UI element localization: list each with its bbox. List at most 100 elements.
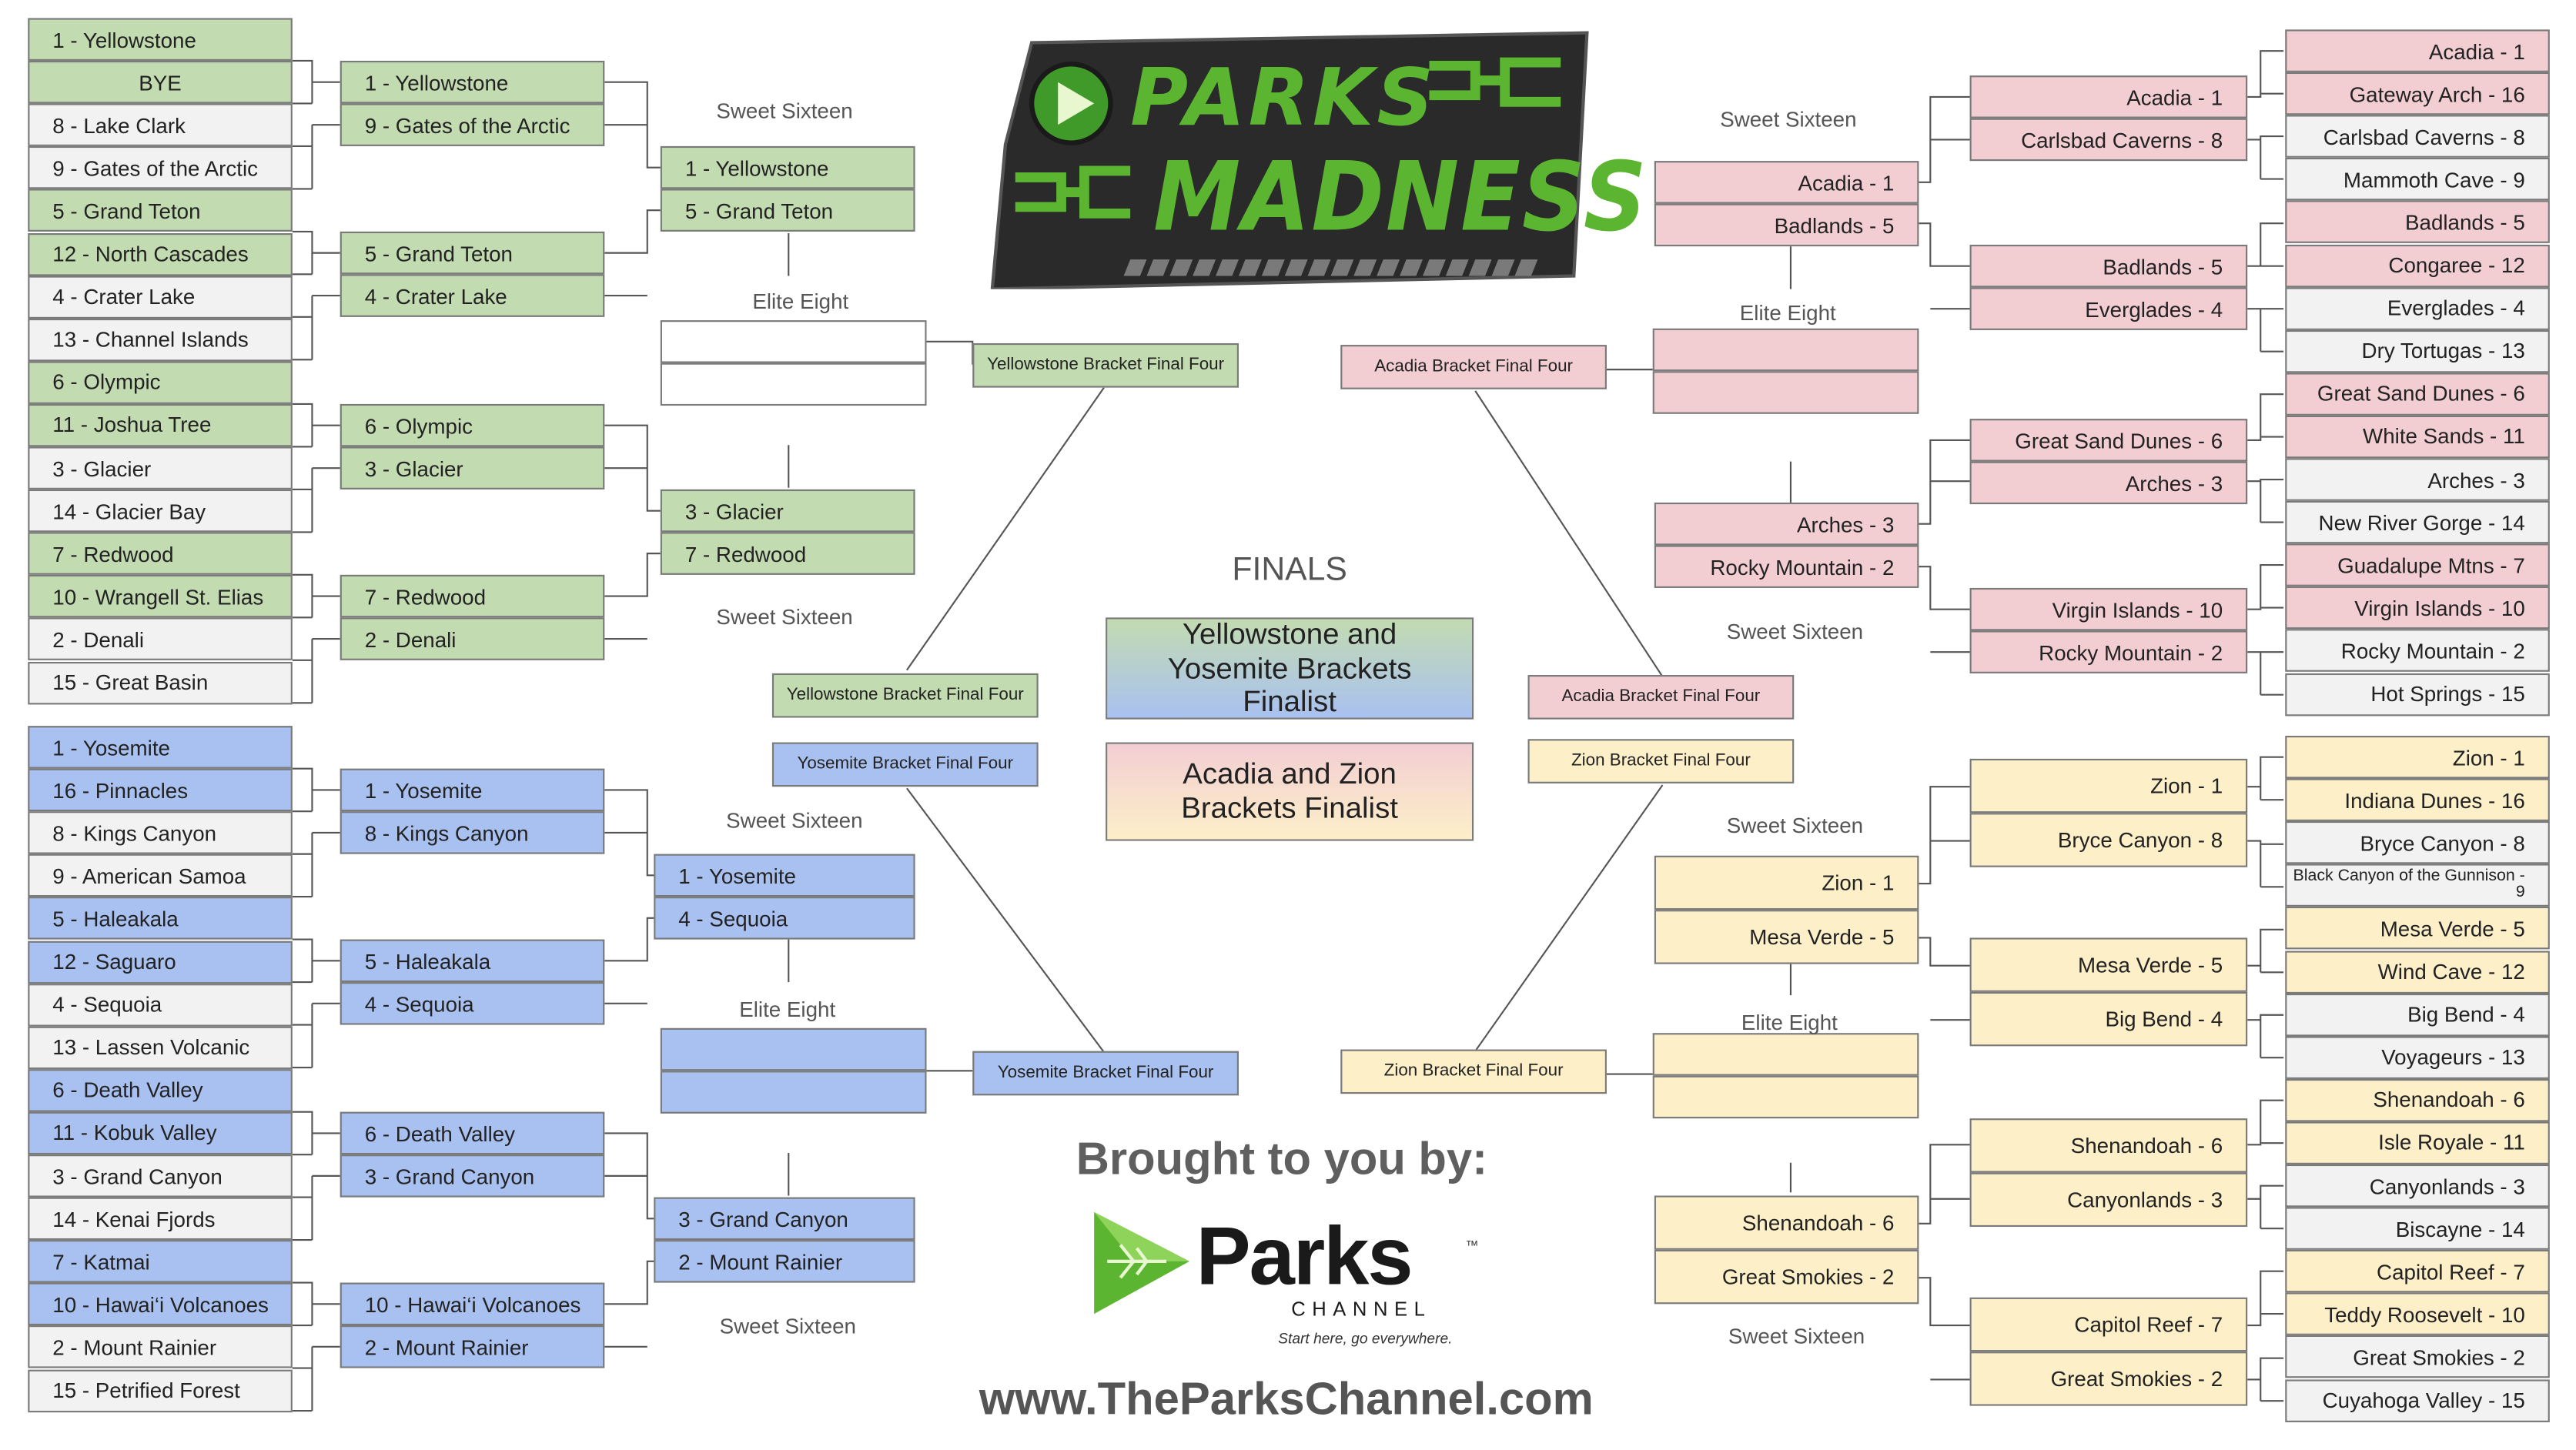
sweet-sixteen-slot[interactable]: 7 - Redwood (660, 532, 915, 575)
round-of-64-slot[interactable]: Canyonlands - 3 (2285, 1164, 2550, 1208)
round-of-64-slot[interactable]: 16 - Pinnacles (28, 768, 293, 812)
round-of-32-slot[interactable]: 2 - Denali (340, 617, 605, 660)
elite-eight-slot[interactable] (1652, 371, 1919, 414)
round-of-32-slot[interactable]: 1 - Yellowstone (340, 60, 605, 104)
round-of-32-slot[interactable]: 9 - Gates of the Arctic (340, 103, 605, 146)
final-four-slot-yellowstone[interactable]: Yellowstone Bracket Final Four (972, 342, 1239, 388)
round-of-64-slot[interactable]: 10 - Wrangell St. Elias (28, 575, 293, 618)
sweet-sixteen-slot[interactable]: 3 - Glacier (660, 489, 915, 533)
round-of-64-slot[interactable]: 9 - Gates of the Arctic (28, 146, 293, 190)
round-of-64-slot[interactable]: Acadia - 1 (2285, 29, 2550, 72)
round-of-64-slot[interactable]: Cuyahoga Valley - 15 (2285, 1378, 2550, 1422)
final-four-slot-zion[interactable]: Zion Bracket Final Four (1340, 1049, 1607, 1094)
round-of-32-slot[interactable]: Great Sand Dunes - 6 (1969, 419, 2248, 462)
round-of-32-slot[interactable]: 3 - Glacier (340, 446, 605, 489)
round-of-64-slot[interactable]: New River Gorge - 14 (2285, 501, 2550, 544)
round-of-32-slot[interactable]: Big Bend - 4 (1969, 991, 2248, 1047)
round-of-64-slot[interactable]: 2 - Mount Rainier (28, 1325, 293, 1369)
round-of-64-slot[interactable]: 9 - American Samoa (28, 854, 293, 897)
round-of-64-slot[interactable]: 3 - Glacier (28, 446, 293, 489)
round-of-64-slot[interactable]: Everglades - 4 (2285, 286, 2550, 330)
elite-eight-slot[interactable] (660, 1071, 927, 1114)
round-of-64-slot[interactable]: 4 - Crater Lake (28, 275, 293, 319)
elite-eight-slot[interactable] (660, 362, 927, 406)
elite-eight-slot[interactable] (660, 320, 927, 363)
round-of-64-slot[interactable]: 13 - Lassen Volcanic (28, 1026, 293, 1069)
round-of-64-slot[interactable]: Wind Cave - 12 (2285, 950, 2550, 993)
round-of-32-slot[interactable]: Rocky Mountain - 2 (1969, 630, 2248, 673)
elite-eight-slot[interactable] (660, 1027, 927, 1071)
round-of-64-slot[interactable]: 7 - Redwood (28, 532, 293, 576)
round-of-64-slot[interactable]: 13 - Channel Islands (28, 318, 293, 361)
sweet-sixteen-slot[interactable]: Rocky Mountain - 2 (1654, 545, 1919, 588)
round-of-32-slot[interactable]: Carlsbad Caverns - 8 (1969, 118, 2248, 162)
round-of-64-slot[interactable]: 6 - Death Valley (28, 1068, 293, 1112)
round-of-32-slot[interactable]: Everglades - 4 (1969, 287, 2248, 330)
sweet-sixteen-slot[interactable]: Shenandoah - 6 (1654, 1195, 1919, 1250)
sweet-sixteen-slot[interactable]: Badlands - 5 (1654, 203, 1919, 247)
round-of-64-slot[interactable]: Carlsbad Caverns - 8 (2285, 115, 2550, 159)
round-of-64-slot[interactable]: 8 - Kings Canyon (28, 811, 293, 855)
round-of-64-slot[interactable]: Dry Tortugas - 13 (2285, 329, 2550, 373)
round-of-64-slot[interactable]: 12 - North Cascades (28, 232, 293, 276)
sweet-sixteen-slot[interactable]: 4 - Sequoia (654, 897, 915, 940)
round-of-32-slot[interactable]: Arches - 3 (1969, 461, 2248, 505)
round-of-64-slot[interactable]: Mesa Verde - 5 (2285, 907, 2550, 951)
round-of-64-slot[interactable]: 5 - Haleakala (28, 897, 293, 940)
round-of-64-slot[interactable]: 10 - Hawai‘i Volcanoes (28, 1283, 293, 1326)
round-of-32-slot[interactable]: Shenandoah - 6 (1969, 1118, 2248, 1173)
round-of-64-slot[interactable]: 11 - Joshua Tree (28, 403, 293, 447)
round-of-64-slot[interactable]: 7 - Katmai (28, 1240, 293, 1283)
elite-eight-slot[interactable] (1652, 1033, 1919, 1076)
sweet-sixteen-slot[interactable]: Zion - 1 (1654, 855, 1919, 910)
sweet-sixteen-slot[interactable]: Great Smokies - 2 (1654, 1249, 1919, 1305)
round-of-64-slot[interactable]: Hot Springs - 15 (2285, 672, 2550, 716)
round-of-32-slot[interactable]: Zion - 1 (1969, 758, 2248, 814)
round-of-64-slot[interactable]: Virgin Islands - 10 (2285, 586, 2550, 630)
round-of-64-slot[interactable]: 14 - Kenai Fjords (28, 1197, 293, 1241)
sweet-sixteen-slot[interactable]: 3 - Grand Canyon (654, 1197, 915, 1241)
round-of-32-slot[interactable]: 2 - Mount Rainier (340, 1325, 605, 1368)
round-of-64-slot[interactable]: 15 - Great Basin (28, 660, 293, 704)
round-of-64-slot[interactable]: 4 - Sequoia (28, 983, 293, 1026)
sponsor-url[interactable]: www.TheParksChannel.com (979, 1372, 1594, 1425)
elite-eight-slot[interactable] (1652, 1075, 1919, 1119)
final-four-slot-zion[interactable]: Zion Bracket Final Four (1527, 739, 1795, 783)
round-of-64-slot[interactable]: Teddy Roosevelt - 10 (2285, 1293, 2550, 1336)
final-four-slot-yellowstone[interactable]: Yellowstone Bracket Final Four (771, 673, 1039, 718)
round-of-64-slot[interactable]: Great Sand Dunes - 6 (2285, 372, 2550, 416)
round-of-64-slot[interactable]: Zion - 1 (2285, 735, 2550, 779)
round-of-32-slot[interactable]: Acadia - 1 (1969, 75, 2248, 119)
sweet-sixteen-slot[interactable]: Acadia - 1 (1654, 161, 1919, 204)
round-of-64-slot[interactable]: Badlands - 5 (2285, 201, 2550, 244)
round-of-64-slot[interactable]: 1 - Yellowstone (28, 18, 293, 61)
round-of-32-slot[interactable]: 3 - Grand Canyon (340, 1154, 605, 1198)
round-of-64-slot[interactable]: BYE (28, 61, 293, 104)
round-of-64-slot[interactable]: Biscayne - 14 (2285, 1207, 2550, 1251)
round-of-64-slot[interactable]: Black Canyon of the Gunnison - 9 (2285, 864, 2550, 907)
round-of-32-slot[interactable]: Virgin Islands - 10 (1969, 587, 2248, 631)
round-of-64-slot[interactable]: Bryce Canyon - 8 (2285, 821, 2550, 864)
round-of-32-slot[interactable]: Capitol Reef - 7 (1969, 1297, 2248, 1352)
round-of-64-slot[interactable]: Mammoth Cave - 9 (2285, 158, 2550, 201)
round-of-32-slot[interactable]: Canyonlands - 3 (1969, 1172, 2248, 1228)
final-four-slot-acadia[interactable]: Acadia Bracket Final Four (1340, 345, 1607, 389)
round-of-32-slot[interactable]: Badlands - 5 (1969, 244, 2248, 288)
round-of-32-slot[interactable]: 5 - Grand Teton (340, 231, 605, 275)
round-of-64-slot[interactable]: 15 - Petrified Forest (28, 1368, 293, 1412)
sweet-sixteen-slot[interactable]: 5 - Grand Teton (660, 189, 915, 232)
sweet-sixteen-slot[interactable]: Arches - 3 (1654, 502, 1919, 546)
round-of-64-slot[interactable]: 14 - Glacier Bay (28, 489, 293, 533)
round-of-64-slot[interactable]: Isle Royale - 11 (2285, 1121, 2550, 1164)
round-of-64-slot[interactable]: Arches - 3 (2285, 458, 2550, 501)
final-four-slot-yosemite[interactable]: Yosemite Bracket Final Four (972, 1051, 1239, 1096)
round-of-64-slot[interactable]: Shenandoah - 6 (2285, 1078, 2550, 1122)
round-of-32-slot[interactable]: 6 - Olympic (340, 403, 605, 447)
round-of-64-slot[interactable]: Indiana Dunes - 16 (2285, 778, 2550, 822)
round-of-32-slot[interactable]: Great Smokies - 2 (1969, 1351, 2248, 1406)
round-of-64-slot[interactable]: Rocky Mountain - 2 (2285, 630, 2550, 673)
round-of-64-slot[interactable]: White Sands - 11 (2285, 415, 2550, 459)
round-of-32-slot[interactable]: 8 - Kings Canyon (340, 811, 605, 854)
round-of-64-slot[interactable]: 12 - Saguaro (28, 940, 293, 984)
round-of-32-slot[interactable]: Bryce Canyon - 8 (1969, 813, 2248, 867)
